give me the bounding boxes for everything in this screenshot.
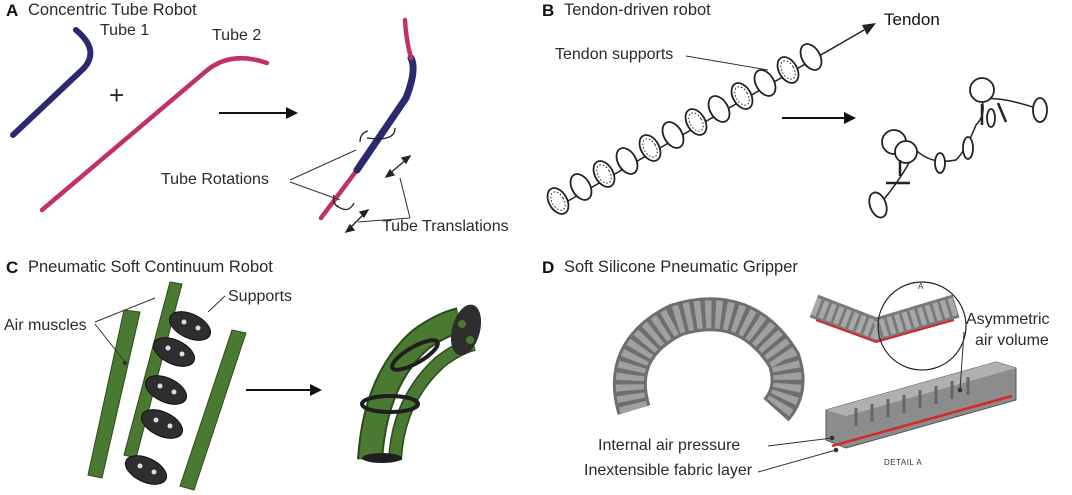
tube2-label: Tube 2 [212, 27, 262, 44]
panel-a: A Concentric Tube Robot Tube 1 Tube 2 + … [0, 0, 540, 250]
translation-arrow-icon [344, 154, 412, 234]
tube1-label: Tube 1 [100, 22, 150, 39]
panel-b-title: Tendon-driven robot [564, 1, 711, 19]
panel-d-letter: D [542, 258, 555, 277]
tube-translations-label: Tube Translations [382, 218, 509, 235]
detail-a-label: DETAIL A [884, 458, 923, 467]
panel-c-drawing [87, 281, 482, 491]
tube1 [10, 27, 94, 138]
panel-b-letter: B [542, 1, 555, 20]
panel-a-letter: A [6, 1, 19, 20]
panel-b-drawing [546, 23, 1048, 219]
panel-a-drawing [10, 17, 417, 234]
arrow-icon [219, 107, 298, 119]
detail-gripper-enlarged [825, 361, 1017, 449]
leader-lines [289, 149, 411, 223]
fabric-layer-label: Inextensible fabric layer [584, 462, 753, 479]
tendon-arrowhead [862, 23, 876, 35]
panel-a-title: Concentric Tube Robot [28, 1, 197, 19]
combined-tube-magenta [318, 167, 360, 221]
asymmetric-label-line1: Asymmetric [966, 311, 1050, 328]
combined-tube-tip [402, 17, 414, 61]
panel-d: D Soft Silicone Pneumatic Gripper Asymme… [536, 250, 1072, 495]
support-disks [124, 311, 212, 485]
panel-c-letter: C [6, 258, 19, 277]
tube-rotations-label: Tube Rotations [161, 171, 269, 188]
tube2 [39, 55, 270, 213]
combined-tube-navy [353, 54, 417, 174]
detail-mark: A [918, 282, 924, 291]
arrow-icon [246, 384, 322, 396]
rotation-arrow-icon [332, 127, 396, 211]
bent-soft-robot [357, 304, 482, 463]
panel-c: C Pneumatic Soft Continuum Robot Support… [0, 250, 540, 495]
tendon-supports-label: Tendon supports [555, 46, 674, 63]
tendon-label: Tendon [884, 10, 940, 29]
tendon-supports [546, 43, 823, 215]
panel-c-title: Pneumatic Soft Continuum Robot [28, 258, 273, 276]
curled-gripper [612, 297, 805, 422]
panel-d-title: Soft Silicone Pneumatic Gripper [564, 258, 798, 276]
asymmetric-label-line2: air volume [975, 332, 1049, 349]
bent-supports [868, 77, 1048, 219]
arrow-icon [782, 112, 856, 124]
air-muscles-label: Air muscles [4, 317, 87, 334]
internal-air-pressure-label: Internal air pressure [598, 437, 741, 454]
panel-b: B Tendon-driven robot Tendon Tendon supp… [536, 0, 1072, 250]
plus-sign: + [109, 80, 125, 110]
air-muscles [87, 281, 247, 491]
detail-gripper [809, 281, 967, 371]
panel-d-drawing [612, 281, 1017, 473]
supports-label: Supports [228, 288, 293, 305]
